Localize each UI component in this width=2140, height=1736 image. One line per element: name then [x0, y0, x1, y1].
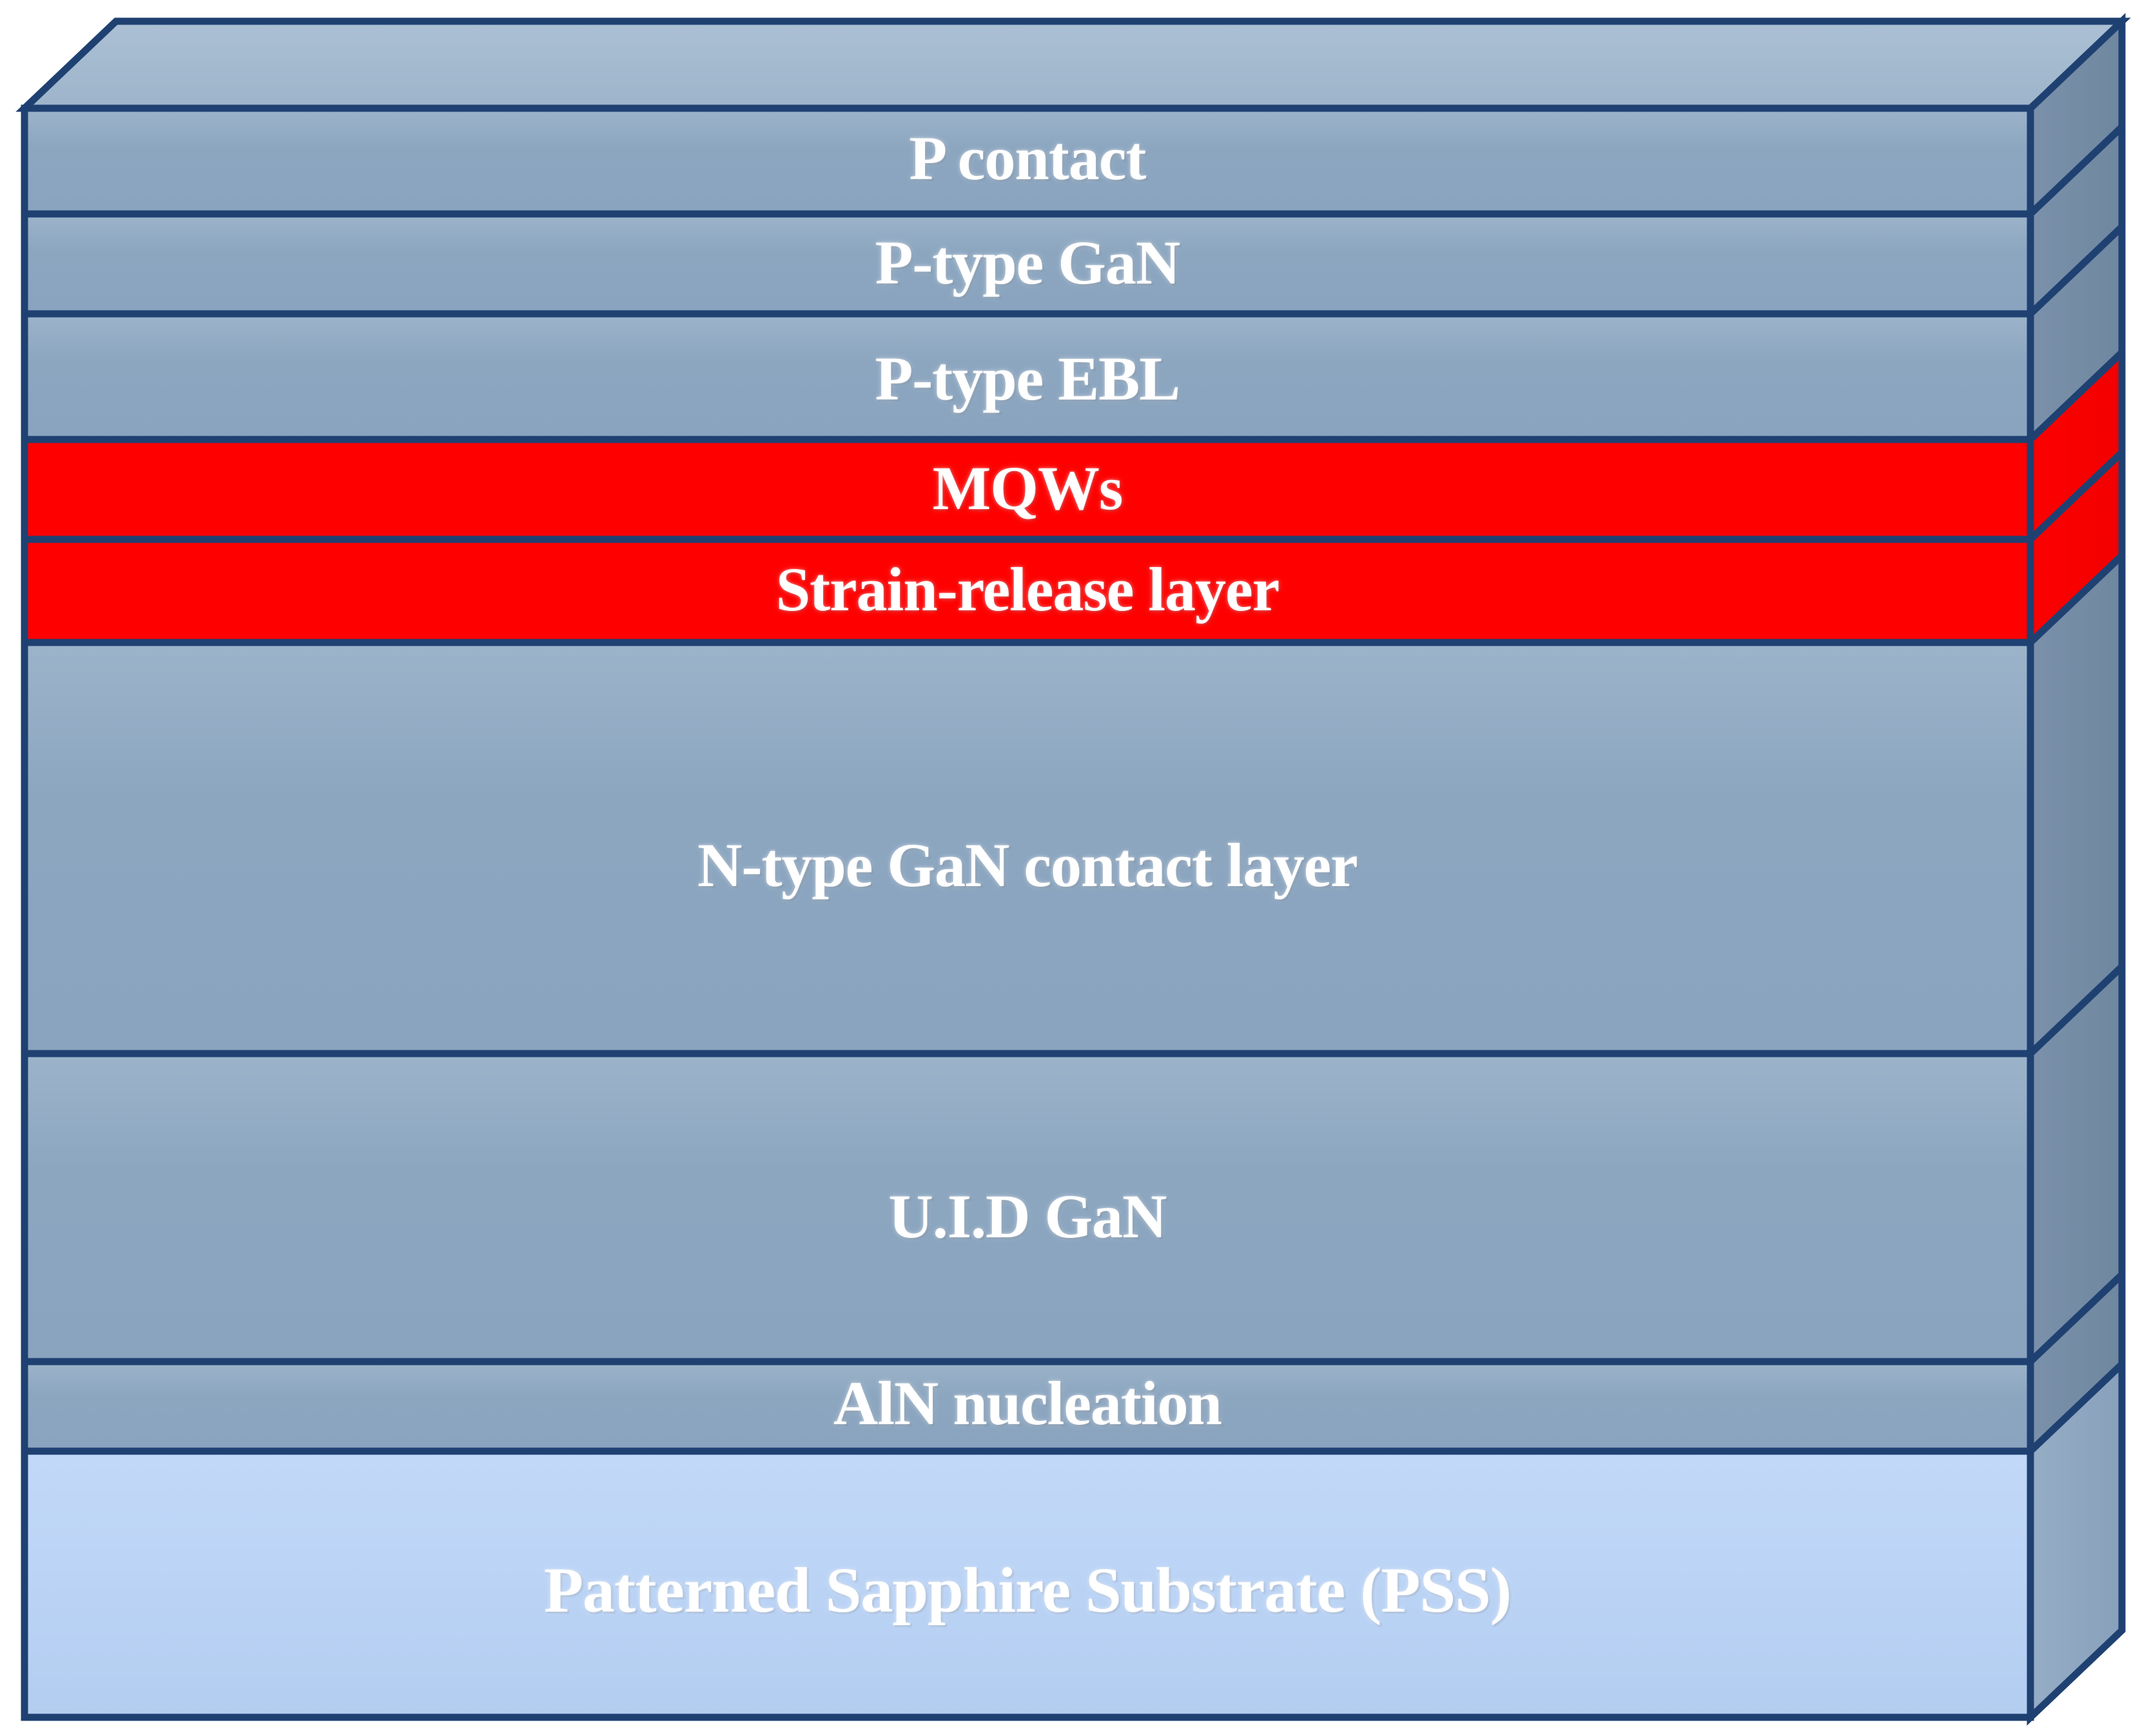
front-face-pss-substrate: [21, 1447, 2034, 1721]
front-face-strain-release: [21, 535, 2034, 646]
stack-side-faces: [2027, 13, 2126, 1726]
front-face-uid-gan: [21, 1050, 2034, 1365]
stack-front-faces: [21, 104, 2034, 1721]
stack-top-face: [15, 17, 2131, 112]
front-face-mqws: [21, 436, 2034, 543]
front-face-p-contact: [21, 104, 2034, 218]
front-face-aln-nucleation: [21, 1358, 2034, 1455]
front-face-p-type-gan: [21, 210, 2034, 318]
front-face-p-type-ebl: [21, 310, 2034, 443]
front-face-n-type-gan: [21, 639, 2034, 1057]
